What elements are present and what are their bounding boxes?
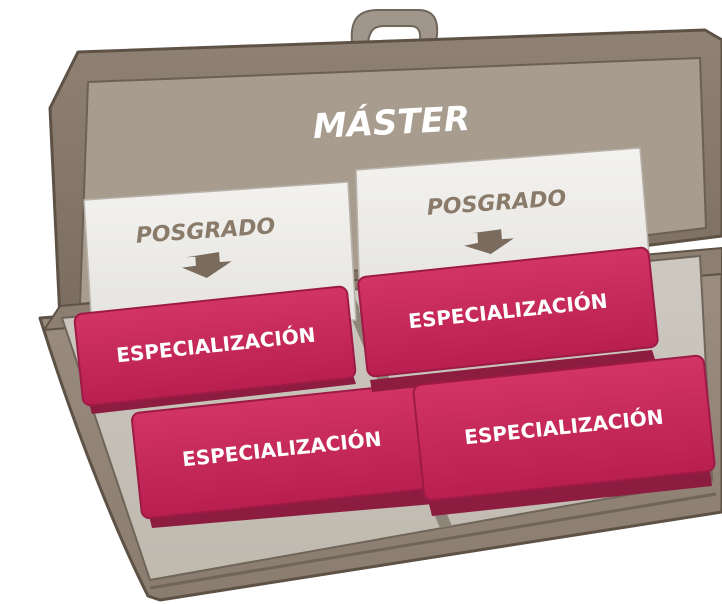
left-card-bottom: ESPECIALIZACIÓN <box>131 382 434 528</box>
handle <box>350 9 439 43</box>
right-card-top: ESPECIALIZACIÓN <box>357 246 659 392</box>
left-card-top: ESPECIALIZACIÓN <box>73 285 357 414</box>
left-down-arrow-icon <box>182 252 232 278</box>
right-down-arrow-icon <box>464 229 514 254</box>
master-title: MÁSTER <box>312 98 471 147</box>
case-front-edge <box>149 492 717 590</box>
right-card-bottom: ESPECIALIZACIÓN <box>412 354 716 516</box>
